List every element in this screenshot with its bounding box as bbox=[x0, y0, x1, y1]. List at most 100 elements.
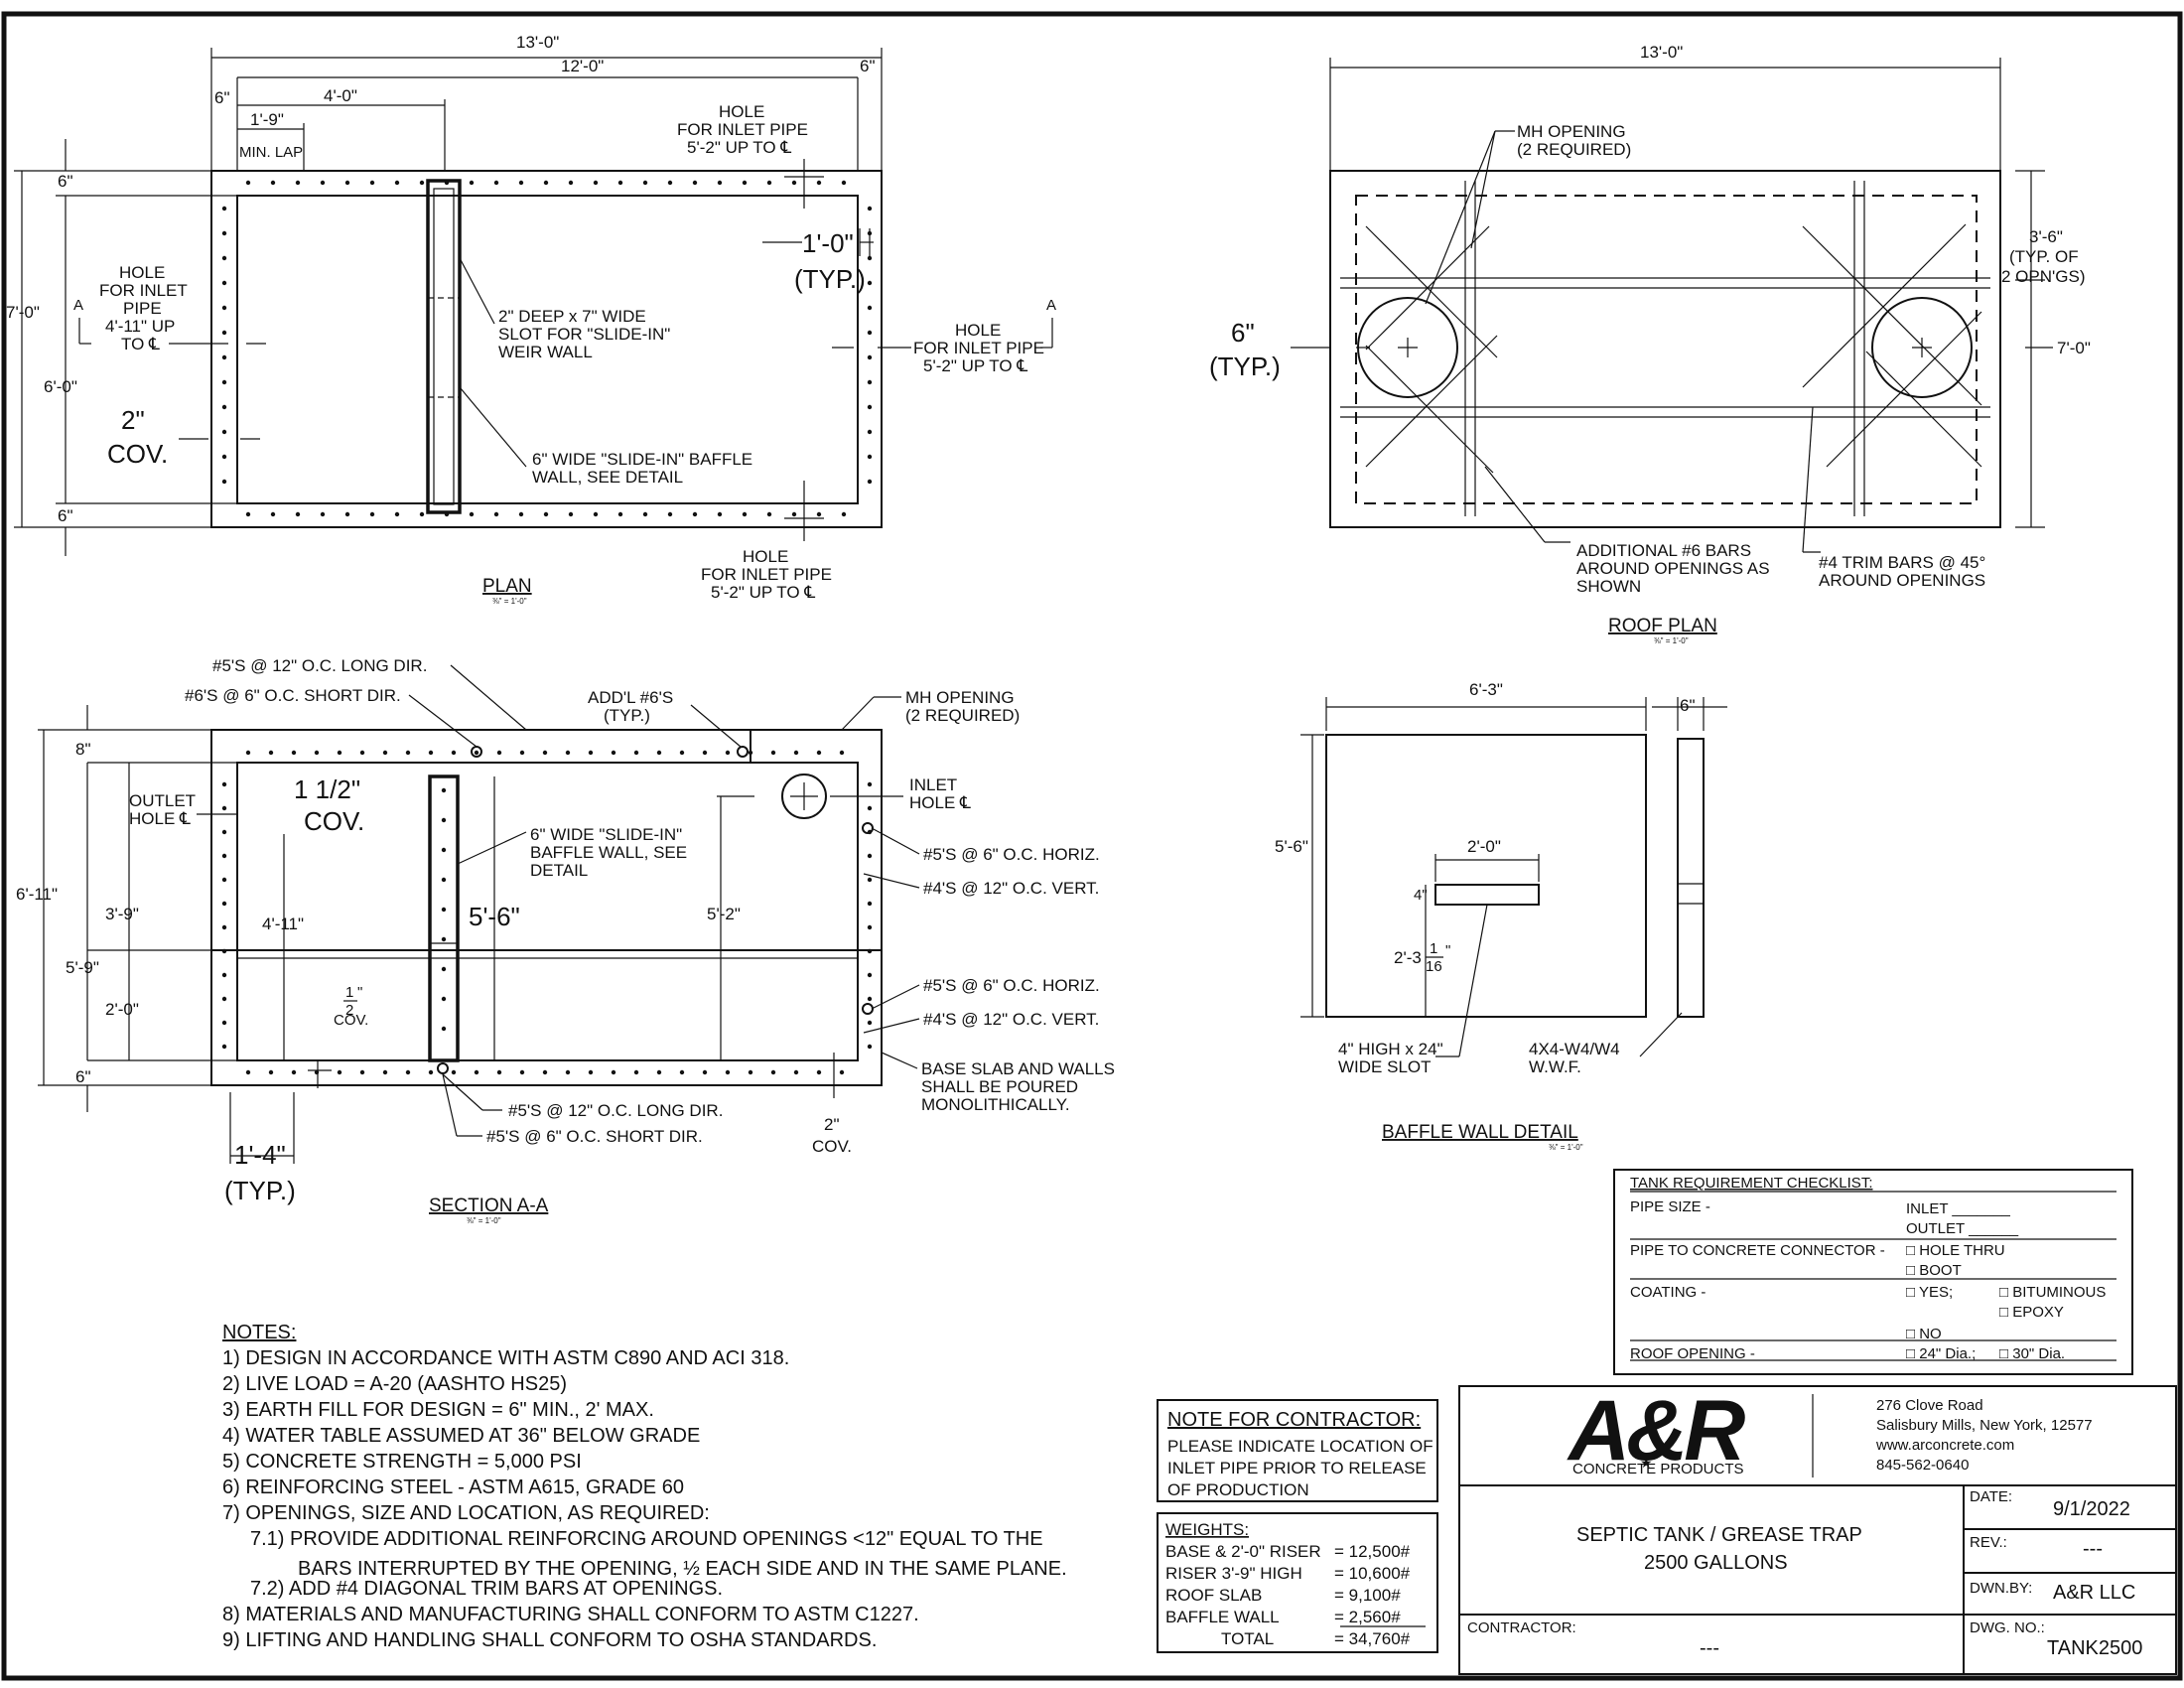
rebar-dot bbox=[221, 305, 227, 311]
checklist-pipe-size: PIPE SIZE - bbox=[1630, 1198, 1710, 1215]
plan-baffle-note-1: 6" WIDE "SLIDE-IN" BAFFLE bbox=[532, 450, 752, 469]
roof-opening-typ-2: 2 OPN'GS) bbox=[2001, 267, 2086, 286]
section-h1: #5'S @ 6" O.C. HORIZ. bbox=[923, 845, 1100, 864]
rebar-dot bbox=[725, 750, 731, 756]
rebar-dot bbox=[221, 996, 227, 1002]
rebar-dot bbox=[841, 511, 847, 517]
rebar-dot bbox=[717, 180, 723, 186]
weights-total-label: TOTAL bbox=[1221, 1629, 1274, 1648]
plan-dim-slot-offset: 4'-0" bbox=[324, 86, 357, 105]
weights-row-1-value: = 12,500# bbox=[1334, 1542, 1411, 1561]
rebar-dot bbox=[867, 404, 873, 410]
section-cov-small-num: 1 bbox=[345, 984, 353, 1001]
section-baffle-2: BAFFLE WALL, SEE bbox=[530, 843, 687, 862]
rebar-dot bbox=[841, 180, 847, 186]
title-block: A&R ★ CONCRETE PRODUCTS 276 Clove Road S… bbox=[1458, 1383, 2177, 1675]
rebar-dot bbox=[617, 511, 623, 517]
rebar-dot bbox=[867, 901, 873, 907]
checklist-dia30[interactable]: □ 30" Dia. bbox=[1999, 1345, 2065, 1362]
rebar-dot bbox=[593, 511, 599, 517]
contractor-label: CONTRACTOR: bbox=[1467, 1619, 1576, 1636]
rebar-dot bbox=[221, 280, 227, 286]
rebar-dot bbox=[588, 750, 594, 756]
rebar-dot bbox=[221, 948, 227, 954]
rebar-dot bbox=[221, 206, 227, 211]
rebar-dot bbox=[611, 1069, 616, 1075]
plan-hole-right-3: 5'-2" UP TO ℄ bbox=[923, 356, 1027, 375]
rebar-dot bbox=[451, 1069, 457, 1075]
rebar-dot bbox=[441, 966, 447, 972]
section-b2: #5'S @ 6" O.C. SHORT DIR. bbox=[486, 1127, 703, 1146]
section-mh-2: (2 REQUIRED) bbox=[905, 706, 1020, 725]
rebar-dot bbox=[867, 330, 873, 336]
company-phone: 845-562-0640 bbox=[1876, 1457, 1969, 1474]
checklist-inlet[interactable]: INLET _______ bbox=[1906, 1200, 2010, 1217]
checklist-bituminous[interactable]: □ BITUMINOUS bbox=[1999, 1284, 2106, 1301]
weights-row-2-value: = 10,600# bbox=[1334, 1564, 1411, 1583]
rebar-dot bbox=[295, 511, 301, 517]
rebar-dot bbox=[717, 511, 723, 517]
checklist-hole-thru[interactable]: □ HOLE THRU bbox=[1906, 1242, 2005, 1259]
rebar-dot bbox=[359, 750, 365, 756]
rebar-dot bbox=[748, 750, 753, 756]
rebar-dot bbox=[221, 853, 227, 859]
checklist-yes[interactable]: □ YES; bbox=[1906, 1284, 1953, 1301]
note-7-1-cont: BARS INTERRUPTED BY THE OPENING, ½ EACH … bbox=[298, 1558, 1067, 1580]
checklist-dia24[interactable]: □ 24" Dia.; bbox=[1906, 1345, 1976, 1362]
company-address-2: Salisbury Mills, New York, 12577 bbox=[1876, 1417, 2093, 1434]
checklist-roof-opening: ROOF OPENING - bbox=[1630, 1345, 1755, 1362]
rebar-dot bbox=[221, 781, 227, 787]
rebar-dot bbox=[867, 1020, 873, 1026]
section-inner bbox=[236, 762, 859, 1061]
note-6: 6) REINFORCING STEEL - ASTM A615, GRADE … bbox=[222, 1477, 684, 1498]
rebar-dot bbox=[295, 180, 301, 186]
roof-dashed-inner bbox=[1355, 195, 1978, 504]
rebar-dot bbox=[867, 996, 873, 1002]
plan-hole-right-1: HOLE bbox=[955, 321, 1001, 340]
section-view: 6'-11" 8" 5'-9" 3'-9" 2'-0" 6" 4'-11" 5'… bbox=[16, 656, 1115, 1225]
roof-mh-2: (2 REQUIRED) bbox=[1517, 140, 1631, 159]
rebar-dot bbox=[617, 180, 623, 186]
rebar-dot bbox=[519, 1069, 525, 1075]
rebar-dot bbox=[791, 511, 797, 517]
rebar-dot bbox=[221, 1044, 227, 1050]
rebar-dot bbox=[793, 1069, 799, 1075]
checklist-epoxy[interactable]: □ EPOXY bbox=[1999, 1304, 2064, 1321]
baffle-dim-frac-d: 16 bbox=[1426, 958, 1442, 975]
note-7: 7) OPENINGS, SIZE AND LOCATION, AS REQUI… bbox=[222, 1502, 710, 1524]
rebar-dot bbox=[221, 230, 227, 236]
plan-dim-inner: 12'-0" bbox=[561, 57, 604, 75]
rebar-dot bbox=[245, 1069, 251, 1075]
company-address-1: 276 Clove Road bbox=[1876, 1397, 1983, 1414]
section-cov-small-den: 2 bbox=[345, 1002, 353, 1019]
section-dim-59: 5'-9" bbox=[66, 958, 99, 977]
baffle-dim-width: 6'-3" bbox=[1469, 680, 1503, 699]
rebar-dot bbox=[867, 454, 873, 460]
rebar-dot bbox=[770, 750, 776, 756]
rebar-dot bbox=[702, 1069, 708, 1075]
rebar-dot bbox=[679, 1069, 685, 1075]
rebar-dot bbox=[320, 180, 326, 186]
plan-hole-bottom-3: 5'-2" UP TO ℄ bbox=[711, 583, 815, 602]
rebar-dot bbox=[270, 511, 276, 517]
checklist-boot[interactable]: □ BOOT bbox=[1906, 1262, 1962, 1279]
note-3: 3) EARTH FILL FOR DESIGN = 6" MIN., 2' M… bbox=[222, 1399, 654, 1421]
plan-section-mark-left: A bbox=[73, 297, 83, 314]
rebar-dot bbox=[867, 853, 873, 859]
rebar-dot bbox=[611, 750, 616, 756]
rebar-dot bbox=[542, 750, 548, 756]
rebar-dot bbox=[867, 924, 873, 930]
checklist-outlet[interactable]: OUTLET ______ bbox=[1906, 1220, 2019, 1237]
rebar-dot bbox=[428, 750, 434, 756]
rebar-dot bbox=[221, 877, 227, 883]
rebar-dot bbox=[742, 180, 748, 186]
section-dim-bottom: 6" bbox=[75, 1067, 91, 1086]
rebar-dot bbox=[359, 1069, 365, 1075]
rebar-dot bbox=[793, 750, 799, 756]
section-base-2: SHALL BE POURED bbox=[921, 1077, 1078, 1096]
rebar-dot bbox=[221, 1020, 227, 1026]
baffle-slot bbox=[1434, 884, 1540, 906]
checklist-no[interactable]: □ NO bbox=[1906, 1326, 1942, 1342]
note-9: 9) LIFTING AND HANDLING SHALL CONFORM TO… bbox=[222, 1629, 877, 1651]
